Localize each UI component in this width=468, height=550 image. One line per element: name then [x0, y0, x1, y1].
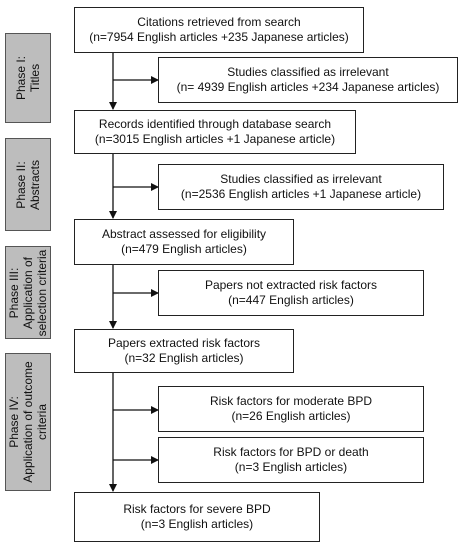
- box-records-count: (n=3015 English articles +1 Japanese art…: [94, 132, 336, 146]
- box-citations-count: (n=7954 English articles +235 Japanese a…: [89, 30, 349, 44]
- box-severe-bpd: Risk factors for severe BPD (n=3 English…: [74, 492, 320, 542]
- box-irrelevant-titles-title: Studies classified as irrelevant: [227, 65, 389, 79]
- phase-1-label: Phase I: Titles: [5, 33, 51, 123]
- box-not-extracted: Papers not extracted risk factors (n=447…: [158, 270, 424, 316]
- box-records: Records identified through database sear…: [74, 110, 356, 154]
- box-irrelevant-abstracts-title: Studies classified as irrelevant: [220, 172, 382, 186]
- box-not-extracted-count: (n=447 English articles): [228, 293, 354, 307]
- box-eligibility-count: (n=479 English articles): [121, 242, 247, 256]
- box-citations-title: Citations retrieved from search: [137, 15, 301, 29]
- box-not-extracted-title: Papers not extracted risk factors: [204, 278, 378, 292]
- box-extracted-count: (n=32 English articles): [124, 351, 244, 365]
- box-severe-bpd-count: (n=3 English articles): [140, 517, 254, 531]
- phase-3-label: Phase III: Application of selection crit…: [5, 246, 51, 339]
- box-moderate-bpd: Risk factors for moderate BPD (n=26 Engl…: [158, 386, 424, 432]
- phase-2-label: Phase II: Abstracts: [5, 138, 51, 231]
- box-extracted-title: Papers extracted risk factors: [107, 336, 261, 350]
- box-irrelevant-titles: Studies classified as irrelevant (n= 493…: [158, 57, 458, 103]
- box-bpd-or-death-count: (n=3 English articles): [234, 460, 348, 474]
- box-bpd-or-death-title: Risk factors for BPD or death: [213, 445, 369, 459]
- box-eligibility: Abstract assessed for eligibility (n=479…: [74, 219, 294, 265]
- phase-4-label: Phase IV: Application of outcome criteri…: [5, 353, 51, 491]
- box-extracted: Papers extracted risk factors (n=32 Engl…: [74, 329, 294, 373]
- box-irrelevant-titles-count: (n= 4939 English articles +234 Japanese …: [176, 80, 440, 94]
- box-severe-bpd-title: Risk factors for severe BPD: [123, 502, 271, 516]
- box-citations: Citations retrieved from search (n=7954 …: [74, 7, 364, 53]
- box-moderate-bpd-count: (n=26 English articles): [231, 409, 351, 423]
- box-moderate-bpd-title: Risk factors for moderate BPD: [209, 394, 373, 408]
- box-eligibility-title: Abstract assessed for eligibility: [101, 227, 267, 241]
- box-records-title: Records identified through database sear…: [98, 117, 332, 131]
- box-bpd-or-death: Risk factors for BPD or death (n=3 Engli…: [158, 437, 424, 483]
- box-irrelevant-abstracts: Studies classified as irrelevant (n=2536…: [158, 164, 444, 210]
- box-irrelevant-abstracts-count: (n=2536 English articles +1 Japanese art…: [180, 187, 422, 201]
